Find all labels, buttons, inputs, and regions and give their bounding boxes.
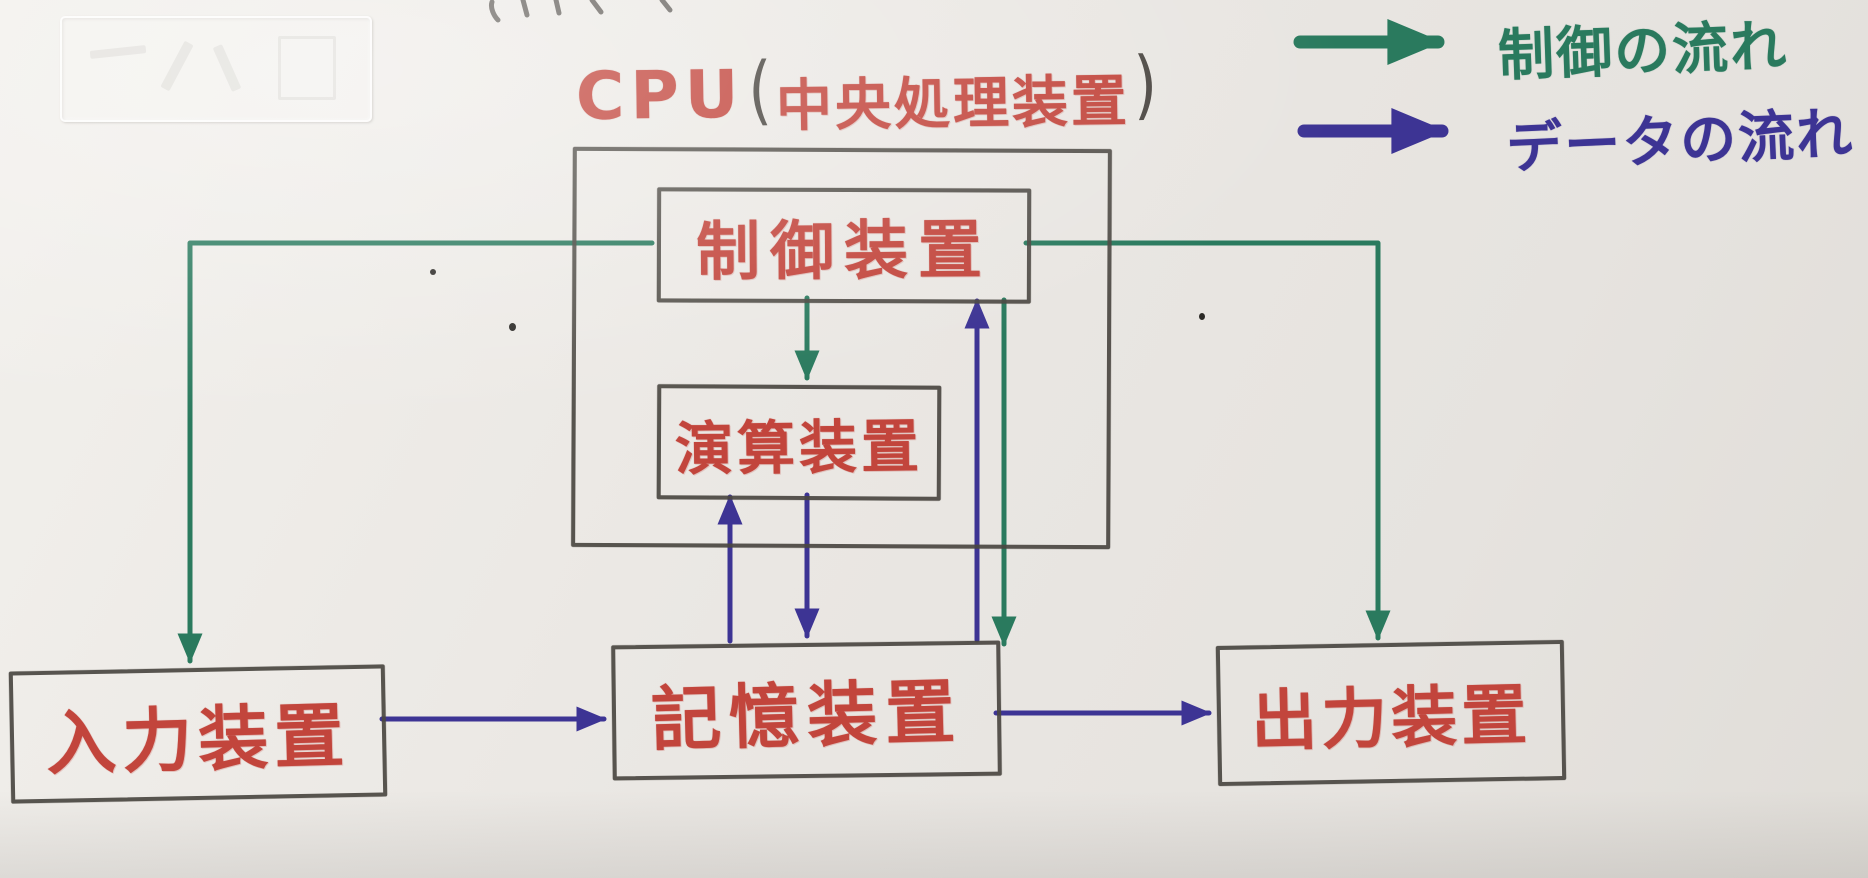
node-output-device: 出力装置 — [1215, 639, 1567, 787]
ink-dot — [430, 269, 436, 275]
ink-dot — [1199, 313, 1205, 320]
memory-device-label: 記憶装置 — [649, 670, 964, 762]
node-arithmetic-unit: 演算装置 — [656, 384, 942, 501]
node-memory-device: 記憶装置 — [611, 640, 1002, 781]
ink-dot — [509, 323, 516, 331]
arrow-control-to-input — [177, 240, 655, 664]
control-unit-label: 制御装置 — [695, 213, 993, 290]
cpu-title-japanese: 中央処理装置 — [775, 69, 1131, 140]
embossed-imprint — [60, 16, 372, 122]
cropped-pen-strokes — [489, 0, 673, 23]
open-paren: ( — [747, 46, 773, 135]
node-input-device: 入力装置 — [8, 664, 388, 804]
input-device-label: 入力装置 — [45, 694, 352, 785]
arrow-control-to-output — [1023, 240, 1391, 641]
cpu-title: CPU ( 中央処理装置 ) — [575, 41, 1161, 145]
cpu-title-latin: CPU — [575, 55, 745, 136]
arithmetic-unit-label: 演算装置 — [674, 411, 924, 484]
legend-data-flow-label: データの流れ — [1504, 101, 1856, 182]
node-control-unit: 制御装置 — [656, 187, 1032, 304]
legend-control-flow-label: 制御の流れ — [1497, 13, 1790, 90]
close-paren: ) — [1133, 41, 1158, 130]
output-device-label: 出力装置 — [1250, 676, 1533, 761]
